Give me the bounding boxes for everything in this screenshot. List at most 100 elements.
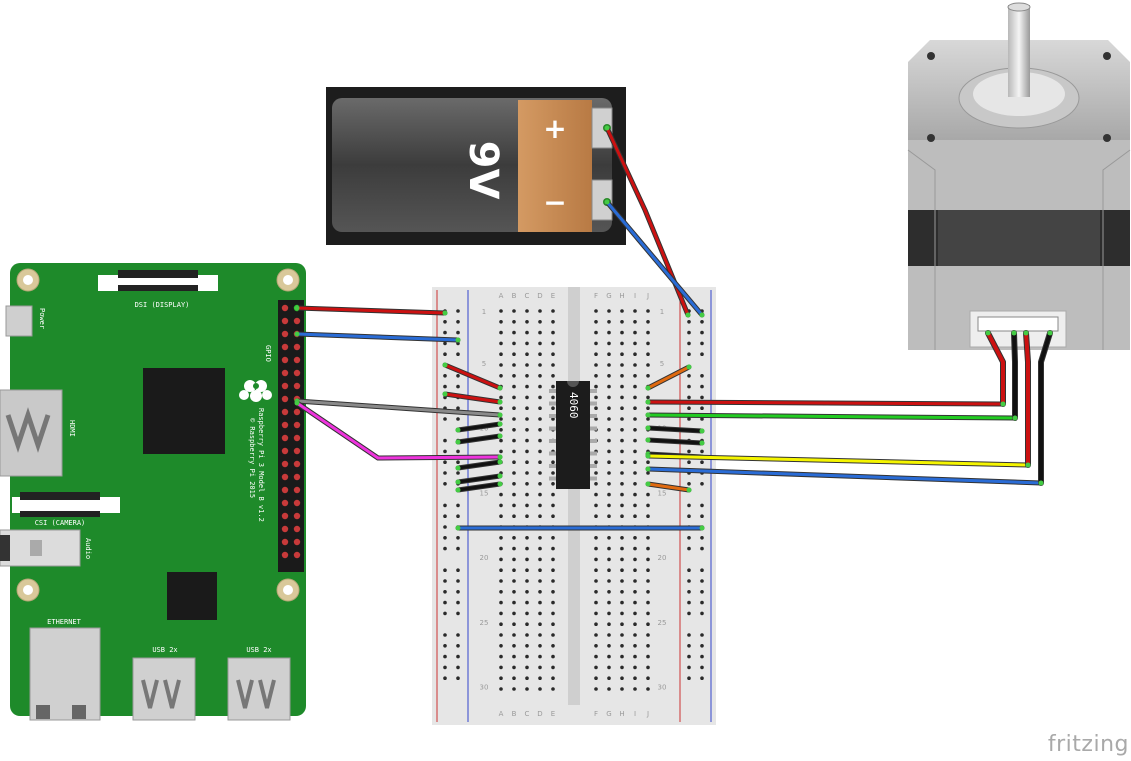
breadboard-hole xyxy=(620,503,624,508)
breadboard-hole xyxy=(538,406,542,411)
breadboard-hole xyxy=(633,536,637,540)
rail-hole xyxy=(456,654,460,659)
breadboard-hole xyxy=(512,633,516,637)
breadboard-hole xyxy=(525,330,529,335)
wire-pi-gpio-magenta-end xyxy=(294,400,300,406)
usb-label-1: USB 2x xyxy=(152,646,177,654)
rail-hole xyxy=(443,374,447,378)
breadboard-hole xyxy=(525,568,529,572)
gpio-pin xyxy=(281,460,289,468)
breadboard-hole xyxy=(620,309,624,313)
breadboard-hole xyxy=(551,320,555,324)
breadboard-hole xyxy=(499,665,503,670)
breadboard-hole xyxy=(633,590,637,594)
breadboard-hole xyxy=(594,546,598,551)
breadboard-hole xyxy=(538,568,542,572)
breadboard-hole xyxy=(633,611,637,616)
breadboard-hole xyxy=(538,633,542,637)
breadboard-hole xyxy=(607,611,611,616)
audio-label: Audio xyxy=(84,538,92,559)
breadboard-hole xyxy=(620,449,624,454)
ic-label: 4060 xyxy=(567,392,580,419)
breadboard-hole xyxy=(525,352,529,357)
breadboard-hole xyxy=(525,406,529,411)
breadboard-hole xyxy=(538,309,542,313)
breadboard-hole xyxy=(525,417,529,421)
breadboard-hole xyxy=(633,687,637,691)
motor-lead-red-1 xyxy=(986,331,1005,406)
rail-hole xyxy=(687,417,691,421)
breadboard-hole xyxy=(607,428,611,432)
jumper-orange-2 xyxy=(646,482,691,492)
breadboard-hole xyxy=(512,471,516,475)
breadboard-hole xyxy=(620,363,624,367)
rail-hole xyxy=(700,633,704,637)
rail-hole xyxy=(443,503,447,508)
breadboard-row-label: 25 xyxy=(658,619,667,627)
breadboard-row-label: 20 xyxy=(658,554,667,562)
breadboard-hole xyxy=(512,460,516,465)
breadboard-hole xyxy=(538,374,542,378)
hdmi-label: HDMI xyxy=(68,420,76,437)
breadboard-hole xyxy=(551,503,555,508)
breadboard-hole xyxy=(633,449,637,454)
breadboard-hole xyxy=(620,417,624,421)
breadboard-hole xyxy=(594,341,598,346)
breadboard-hole xyxy=(499,546,503,551)
breadboard-hole xyxy=(633,633,637,637)
breadboard-hole xyxy=(607,546,611,551)
rail-hole xyxy=(700,406,704,411)
ethernet-label: ETHERNET xyxy=(47,618,82,626)
breadboard-hole xyxy=(551,341,555,346)
breadboard-hole xyxy=(607,341,611,346)
breadboard-hole xyxy=(499,654,503,659)
rail-hole xyxy=(456,600,460,605)
jumper-orange-2-end xyxy=(645,481,651,487)
breadboard-hole xyxy=(512,687,516,691)
breadboard-hole xyxy=(646,503,650,508)
rail-hole xyxy=(443,644,447,648)
breadboard-hole xyxy=(551,557,555,562)
breadboard-hole xyxy=(646,330,650,335)
breadboard-hole xyxy=(538,557,542,562)
breadboard-hole xyxy=(633,622,637,626)
gpio-label: GPIO xyxy=(264,345,272,362)
breadboard-hole xyxy=(607,503,611,508)
wire-motor-red-1 xyxy=(646,400,1005,406)
breadboard-hole xyxy=(594,320,598,324)
rail-hole xyxy=(456,633,460,637)
breadboard-hole xyxy=(594,395,598,400)
wire-battery-negative-end xyxy=(604,199,610,205)
jumper-black-left-1 xyxy=(456,422,502,432)
breadboard-hole xyxy=(620,352,624,357)
rail-hole xyxy=(443,320,447,324)
breadboard-hole xyxy=(607,320,611,324)
usb-label-2: USB 2x xyxy=(246,646,271,654)
breadboard-hole xyxy=(512,374,516,378)
motor-lead-black-1 xyxy=(1012,331,1017,420)
board-text-2: © Raspberry Pi 2015 xyxy=(248,418,256,498)
breadboard-hole xyxy=(620,384,624,389)
gpio-pin xyxy=(281,317,289,325)
breadboard-hole xyxy=(512,449,516,454)
ic-pin xyxy=(590,476,597,481)
usb-port-1 xyxy=(132,657,196,721)
breadboard-hole xyxy=(538,600,542,605)
breadboard-hole xyxy=(551,309,555,313)
gpio-pin xyxy=(281,304,289,312)
breadboard-hole xyxy=(594,654,598,659)
rail-hole xyxy=(456,536,460,540)
rail-hole xyxy=(700,395,704,400)
dsi-label: DSI (DISPLAY) xyxy=(135,301,190,309)
rail-hole xyxy=(443,471,447,475)
jumper-black-left-4 xyxy=(456,474,502,484)
board-text-1: Raspberry Pi 3 Model B v1.2 xyxy=(257,408,265,522)
gpio-pin xyxy=(293,434,301,442)
rail-hole xyxy=(700,503,704,508)
breadboard-hole xyxy=(620,320,624,324)
rail-hole xyxy=(456,320,460,324)
breadboard-hole xyxy=(607,330,611,335)
breadboard-hole xyxy=(620,665,624,670)
jumper-orange-1-end xyxy=(686,364,692,370)
rail-hole xyxy=(700,352,704,357)
